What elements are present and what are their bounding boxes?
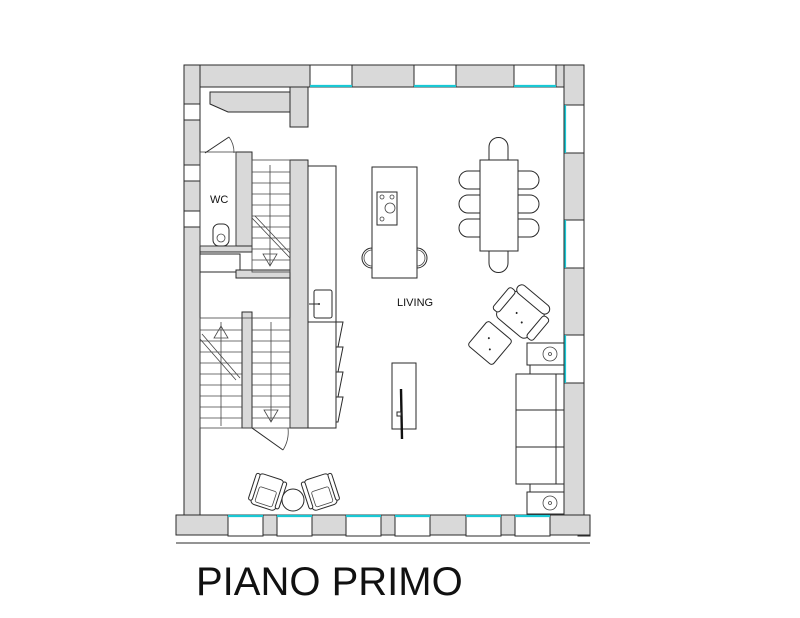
room-label-living: LIVING — [397, 297, 433, 309]
bottom-windows — [227, 514, 551, 537]
top-windows — [309, 64, 557, 88]
sofa-icon — [515, 364, 565, 493]
armchair-icon — [492, 284, 551, 341]
room-label-wc: WC — [210, 194, 228, 206]
ottoman-icon — [468, 321, 512, 365]
stool-icon — [416, 247, 428, 269]
kitchen-sink-icon — [309, 289, 333, 319]
round-side-table-icon — [281, 488, 305, 512]
upper-staircase — [251, 159, 291, 273]
lounge-chair-icon — [300, 472, 340, 511]
toilet-icon — [212, 223, 230, 247]
left-wall-niches — [183, 103, 201, 228]
side-table-lamp-icon — [526, 491, 565, 515]
wc-door[interactable] — [204, 136, 235, 154]
stool-icon — [361, 247, 373, 269]
kitchen-counter — [307, 165, 344, 429]
right-windows — [563, 104, 585, 384]
kitchen-island — [361, 166, 428, 279]
floor-plan-title: PIANO PRIMO — [196, 560, 463, 604]
bench-icon — [391, 362, 417, 440]
side-table-lamp-icon — [526, 342, 565, 366]
stair-door[interactable] — [251, 427, 289, 451]
interior-walls — [199, 86, 309, 429]
wc-room: WC — [199, 136, 237, 247]
staircase-up-arrow-icon — [213, 322, 229, 426]
lounge-chair-icon — [248, 472, 288, 511]
dining-table — [458, 137, 540, 273]
staircase-down-arrow-icon — [263, 322, 279, 423]
staircase-down-arrow-icon — [262, 165, 278, 267]
lower-staircase — [199, 317, 291, 451]
cooktop-icon — [376, 191, 398, 226]
